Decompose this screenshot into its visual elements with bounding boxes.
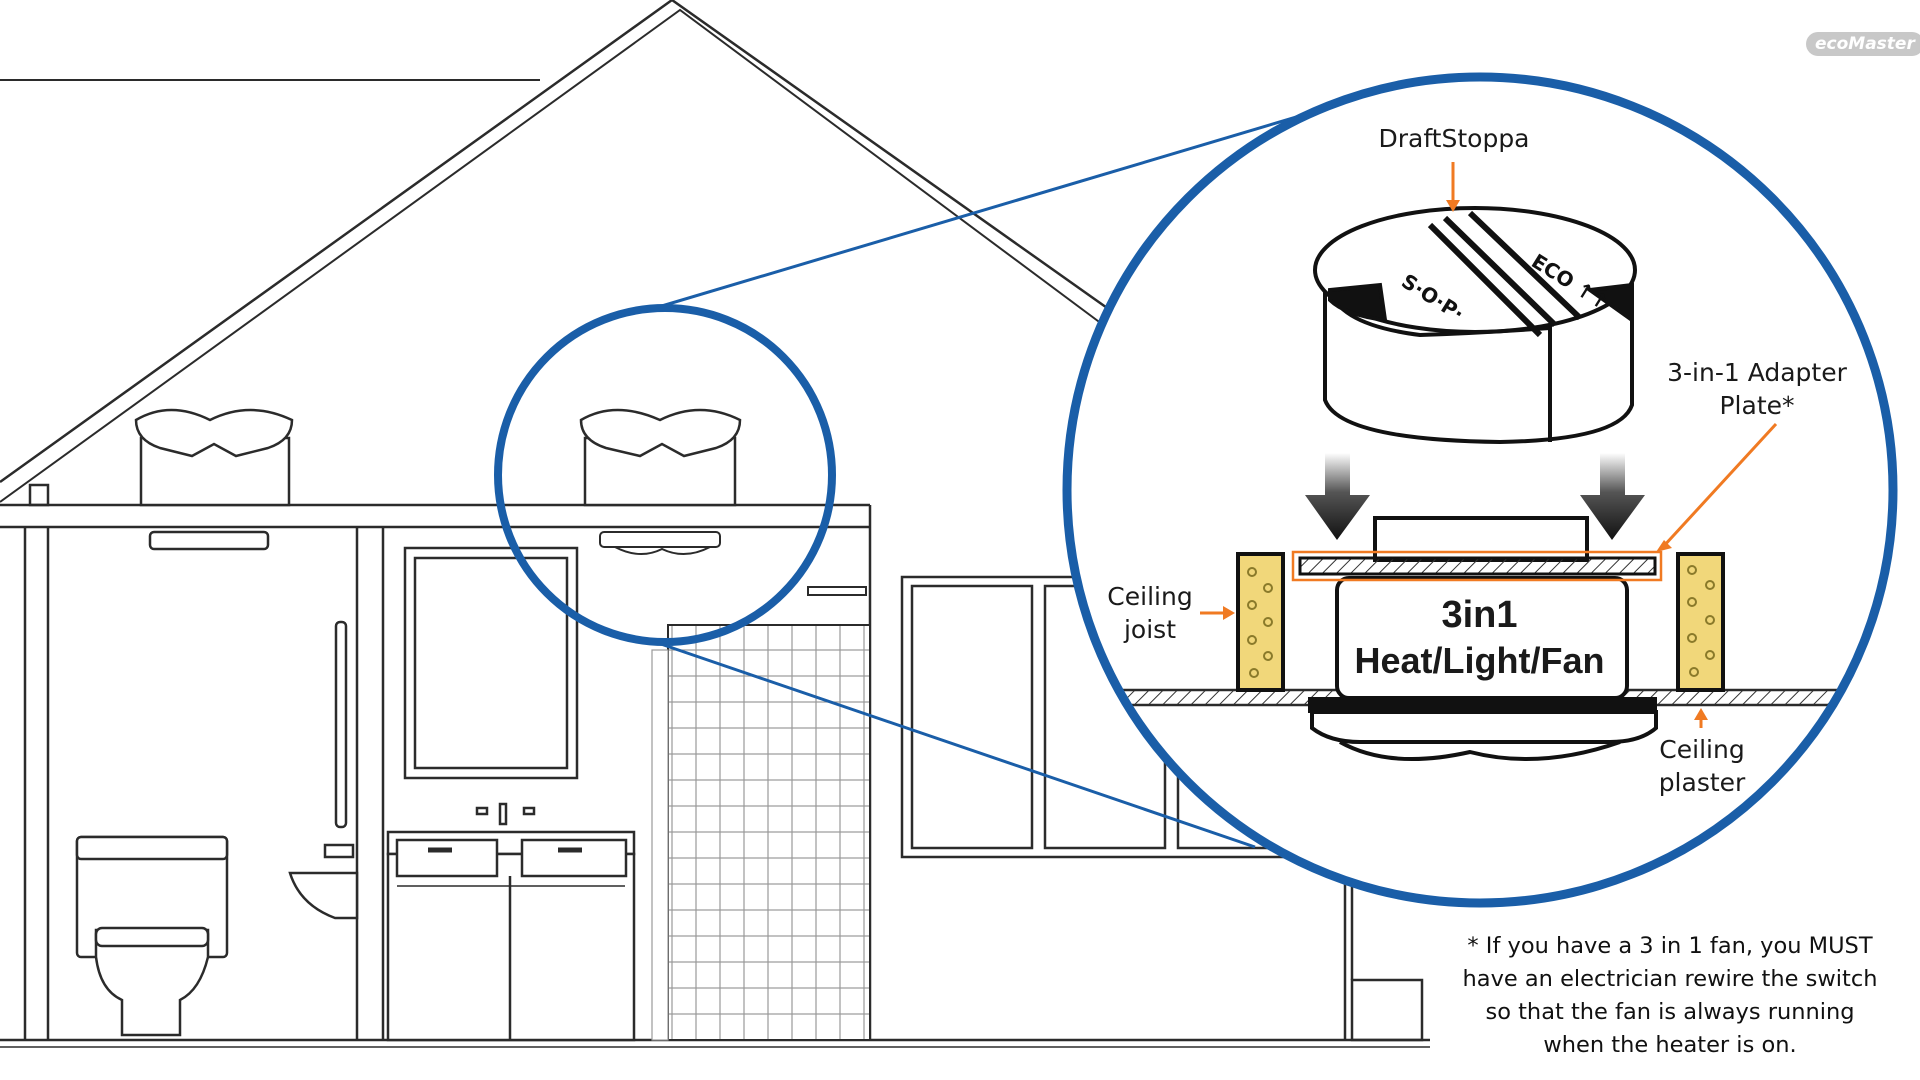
ceiling-plaster-label-line1: Ceiling	[1659, 735, 1745, 764]
footnote-line2: have an electrician rewire the switch	[1462, 966, 1878, 992]
orange-pointer-arrows	[1200, 162, 1778, 728]
shower-tiles	[651, 586, 871, 1041]
draftstoppa-unit: ECO ↑↑ S·O·P·	[1313, 206, 1637, 445]
footnote-line1: * If you have a 3 in 1 fan, you MUST	[1467, 933, 1873, 959]
ceiling-joist-right	[1676, 552, 1725, 692]
footnote-line4: when the heater is on.	[1543, 1032, 1797, 1058]
ceiling-plaster-label-line2: plaster	[1658, 768, 1746, 797]
footnote: * If you have a 3 in 1 fan, you MUST hav…	[1440, 930, 1900, 1062]
ceiling-joist-left	[1236, 552, 1285, 692]
draftstoppa-label: DraftStoppa	[1378, 124, 1530, 153]
ecomaster-logo: ecoMaster	[1806, 32, 1920, 56]
callout-leader-lines	[654, 105, 1331, 849]
adapter-plate-label: 3-in-1 Adapter Plate*	[1652, 356, 1862, 422]
adapter-plate	[1291, 550, 1663, 582]
ceiling-draftstoppa-left	[134, 408, 294, 551]
ceiling-plaster-label: Ceiling plaster	[1650, 733, 1754, 799]
ceiling-joist-label: Ceiling joist	[1098, 580, 1202, 646]
down-arrow-left	[1305, 453, 1370, 540]
basin	[288, 620, 359, 920]
fan-label-line1: 3in1	[1441, 594, 1518, 636]
fan-label: 3in1 Heat/Light/Fan	[1337, 592, 1622, 684]
toilet	[75, 835, 229, 1037]
footnote-line3: so that the fan is always running	[1485, 999, 1855, 1025]
adapter-plate-label-line2: Plate*	[1719, 391, 1795, 420]
detail-magnifier-circle-outline	[1062, 72, 1898, 908]
ceiling-joist-label-line2: joist	[1123, 615, 1176, 644]
ceiling-joist-label-line1: Ceiling	[1107, 582, 1193, 611]
down-arrow-right	[1580, 453, 1645, 540]
vanity-and-mirror	[386, 546, 636, 1042]
small-callout	[494, 304, 836, 646]
fan-label-line2: Heat/Light/Fan	[1354, 640, 1605, 681]
adapter-plate-label-line1: 3-in-1 Adapter	[1667, 358, 1847, 387]
